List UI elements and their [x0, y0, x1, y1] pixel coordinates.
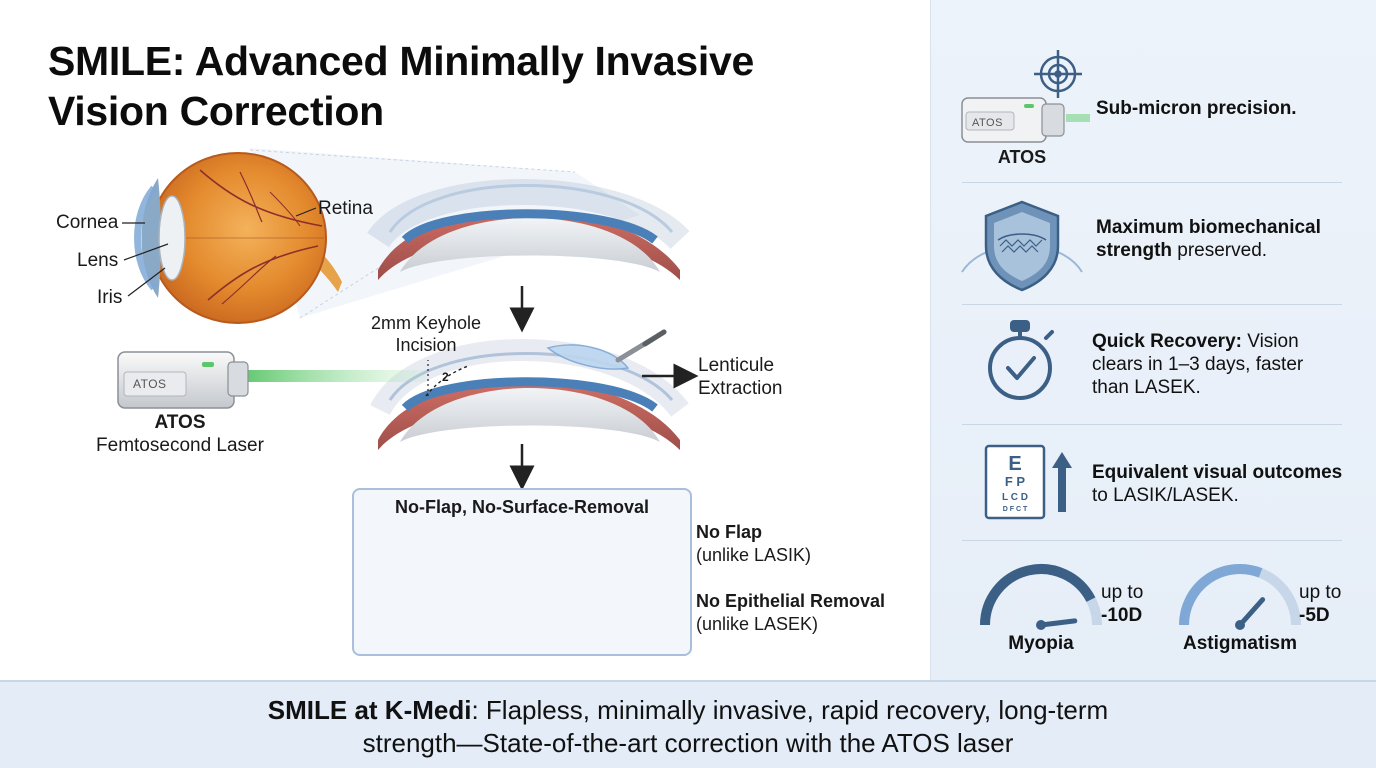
- laser-subtitle: Femtosecond Laser: [96, 435, 264, 456]
- outcomes-text: Equivalent visual outcomes to LASIK/LASE…: [1092, 461, 1362, 507]
- divider-3: [962, 424, 1342, 425]
- label-cornea: Cornea: [56, 212, 119, 233]
- divider-2: [962, 304, 1342, 305]
- incision-label-line-1: 2mm Keyhole: [370, 313, 482, 333]
- comparison-heading: No-Flap, No-Surface-Removal: [394, 497, 650, 517]
- no-epithelial-title: No Epithelial Removal: [696, 591, 886, 611]
- cornea-section-1: [367, 179, 690, 280]
- myopia-range-value: -10D: [1101, 605, 1143, 626]
- incision-label-line-2: Incision: [395, 335, 457, 355]
- precision-device-label: ATOS: [997, 147, 1047, 167]
- page-title: SMILE: Advanced Minimally Invasive Visio…: [48, 36, 868, 136]
- strength-text-rest: preserved.: [1172, 240, 1268, 261]
- astigmatism-range-value: -5D: [1299, 605, 1330, 626]
- myopia-label: Myopia: [1008, 633, 1074, 654]
- laser-name: ATOS: [154, 412, 206, 433]
- incision-marker: 2: [442, 370, 449, 384]
- astigmatism-range-prefix: up to: [1299, 582, 1342, 603]
- myopia-range-prefix: up to: [1101, 582, 1144, 603]
- label-lens: Lens: [77, 250, 119, 271]
- footer-text: SMILE at K-Medi: Flapless, minimally inv…: [228, 694, 1148, 760]
- recovery-text-bold: Quick Recovery:: [1092, 331, 1242, 352]
- astigmatism-label: Astigmatism: [1182, 633, 1298, 654]
- strength-text: Maximum biomechanical strength preserved…: [1096, 216, 1351, 262]
- precision-text: Sub-micron precision.: [1096, 98, 1297, 119]
- recovery-text-rest: Vision clears in 1–3 days, faster than L…: [1092, 331, 1304, 398]
- comparison-box: [352, 488, 692, 656]
- strength-text-bold: Maximum biomechanical strength: [1096, 217, 1321, 261]
- footer-summary: SMILE at K-Medi: Flapless, minimally inv…: [0, 680, 1376, 768]
- atos-laser-device: [117, 351, 249, 409]
- footer-bold: SMILE at K-Medi: [267, 695, 472, 725]
- title-line-2: Vision Correction: [48, 88, 384, 134]
- label-iris: Iris: [97, 287, 123, 308]
- outcomes-text-rest: to LASIK/LASEK.: [1092, 485, 1239, 506]
- no-epithelial-subtitle: (unlike LASEK): [696, 614, 819, 634]
- no-flap-title: No Flap: [696, 522, 762, 542]
- extraction-label-line-2: Extraction: [698, 378, 783, 399]
- precision-device-text: ATOS: [972, 117, 1003, 129]
- laser-device-text: ATOS: [133, 377, 167, 391]
- cornea-section-2: [370, 329, 689, 450]
- no-flap-subtitle: (unlike LASIK): [696, 545, 812, 565]
- extraction-label-line-1: Lenticule: [698, 355, 775, 376]
- outcomes-text-bold: Equivalent visual outcomes: [1092, 462, 1343, 483]
- eye-anatomy: [134, 152, 342, 324]
- title-line-1: SMILE: Advanced Minimally Invasive: [48, 38, 754, 84]
- footer-rest: : Flapless, minimally invasive, rapid re…: [362, 695, 1109, 758]
- divider-1: [962, 182, 1342, 183]
- label-retina: Retina: [318, 198, 373, 219]
- divider-4: [962, 540, 1342, 541]
- recovery-text: Quick Recovery: Vision clears in 1–3 day…: [1092, 330, 1342, 399]
- laser-beam: [246, 370, 426, 382]
